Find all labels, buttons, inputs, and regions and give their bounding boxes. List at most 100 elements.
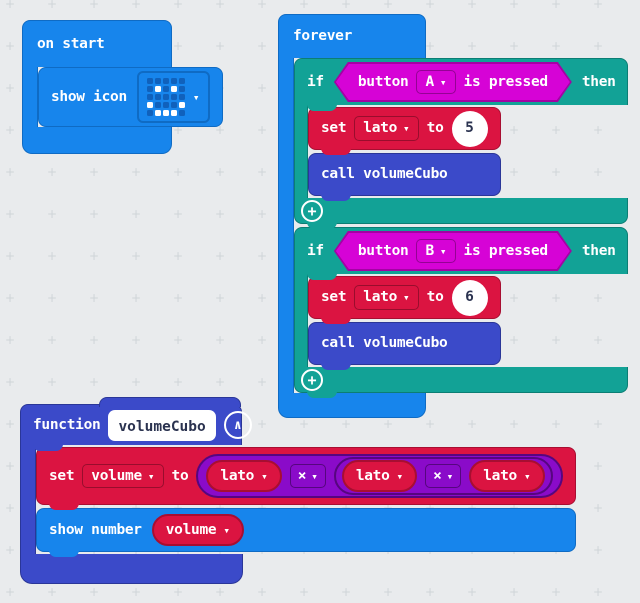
condition-prefix: button [357,242,409,259]
function-header[interactable]: function volumeCubo ∧ [20,397,252,451]
chevron-down-icon: ▾ [403,291,410,304]
forever-body: if button A ▾ is pressed then [278,58,628,398]
function-name: volumeCubo [118,418,206,435]
multiply-expression-block[interactable]: lato ▾ × ▾ lato ▾ [196,454,563,498]
on-start-header[interactable]: on start [22,20,172,67]
connector-tab [49,550,79,557]
function-definition-block[interactable]: function volumeCubo ∧ set volume ▾ to [20,397,576,584]
chevron-down-icon: ▾ [147,469,155,483]
chevron-down-icon: ▾ [403,122,410,135]
add-else-plus-button[interactable]: + [301,368,323,391]
if-header[interactable]: if button A ▾ is pressed then [294,58,628,111]
variable-name: lato [363,120,398,137]
show-number-block[interactable]: show number volume ▾ [36,508,576,557]
variable-dropdown[interactable]: lato ▾ [354,116,419,141]
connector-tab [321,148,351,155]
forever-footer [278,393,426,418]
variable-reporter-lato[interactable]: lato ▾ [469,460,545,492]
chevron-down-icon: ▾ [223,523,230,537]
if-body: set lato ▾ to 6 [294,274,628,370]
variable-name: volume [91,467,142,484]
if-label: if [307,242,324,259]
add-else-plus-button[interactable]: + [301,199,323,222]
show-icon-label: show icon [51,88,127,105]
chevron-down-icon: ▾ [396,469,404,483]
connector-tab [307,391,337,398]
set-keyword: set [49,467,75,484]
led-pattern-icon [146,78,185,116]
on-start-body: show icon ▾ [22,67,223,127]
function-keyword: function [33,416,101,433]
connector-tab [321,363,351,370]
variable-dropdown[interactable]: volume ▾ [82,463,164,489]
chevron-down-icon: ▾ [439,244,447,258]
condition-suffix: is pressed [463,73,548,90]
set-keyword: set [321,120,347,137]
operator-dropdown[interactable]: × ▾ [289,463,326,489]
connector-tab [321,317,351,324]
operator-dropdown[interactable]: × ▾ [425,463,462,489]
chevron-up-icon: ∧ [233,417,242,433]
operator-symbol: × [297,467,307,484]
button-dropdown[interactable]: A ▾ [416,70,455,95]
variable-name: volume [165,521,217,538]
connector-tab [307,222,337,229]
nested-multiply-expression-block[interactable]: lato ▾ × ▾ lato ▾ [333,457,553,495]
set-volume-block[interactable]: set volume ▾ to lato ▾ × ▾ [36,447,576,510]
number-input[interactable]: 5 [451,110,488,147]
variable-reporter-lato[interactable]: lato ▾ [341,460,418,492]
show-number-label: show number [49,521,142,538]
set-variable-block[interactable]: set lato ▾ to 6 [308,276,501,324]
plus-icon: + [307,370,317,389]
number-input[interactable]: 6 [451,279,488,316]
on-start-label: on start [37,35,105,52]
button-dropdown[interactable]: B ▾ [416,239,455,264]
function-spine [20,445,36,554]
if-footer: + [294,367,628,398]
button-is-pressed-condition[interactable]: button A ▾ is pressed [334,62,572,102]
then-label: then [581,73,616,90]
if-block-button-a[interactable]: if button A ▾ is pressed then [294,58,628,229]
variable-name: lato [483,467,517,484]
set-variable-block[interactable]: set lato ▾ to 5 [308,107,501,155]
show-icon-block[interactable]: show icon ▾ [38,67,223,127]
on-start-spine [22,67,38,127]
on-start-block[interactable]: on start show icon ▾ [22,20,223,154]
collapse-button[interactable]: ∧ [223,411,252,439]
if-header[interactable]: if button B ▾ is pressed then [294,227,628,280]
if-spine [294,274,308,367]
variable-name: lato [355,467,390,484]
connector-tab [49,503,79,510]
if-block-button-b[interactable]: if button B ▾ is pressed then [294,227,628,398]
button-value: B [425,242,434,259]
on-start-footer [22,127,172,154]
call-label: call volumeCubo [321,166,448,183]
chevron-down-icon: ▾ [261,469,268,483]
function-name-field[interactable]: volumeCubo [108,409,216,441]
if-footer: + [294,198,628,229]
chevron-down-icon: ▾ [311,469,318,483]
chevron-down-icon: ▾ [523,469,531,483]
button-is-pressed-condition[interactable]: button B ▾ is pressed [334,231,572,271]
number-value: 5 [465,120,474,137]
variable-dropdown[interactable]: lato ▾ [354,285,419,310]
variable-reporter-lato[interactable]: lato ▾ [206,460,282,492]
to-label: to [171,467,189,484]
forever-block[interactable]: forever if button A ▾ is presse [278,14,628,418]
to-label: to [426,289,444,306]
chevron-down-icon: ▾ [192,90,200,104]
condition-suffix: is pressed [463,242,548,259]
connector-tab [307,273,337,280]
forever-label: forever [293,28,353,45]
call-function-block[interactable]: call volumeCubo [308,322,501,370]
variable-reporter-volume[interactable]: volume ▾ [151,514,244,546]
icon-picker-dropdown[interactable]: ▾ [136,71,210,123]
then-label: then [581,242,616,259]
function-footer [20,554,243,584]
call-function-block[interactable]: call volumeCubo [308,153,501,201]
number-value: 6 [465,289,474,306]
chevron-down-icon: ▾ [446,469,454,483]
plus-icon: + [307,201,317,220]
forever-header[interactable]: forever [278,14,426,58]
